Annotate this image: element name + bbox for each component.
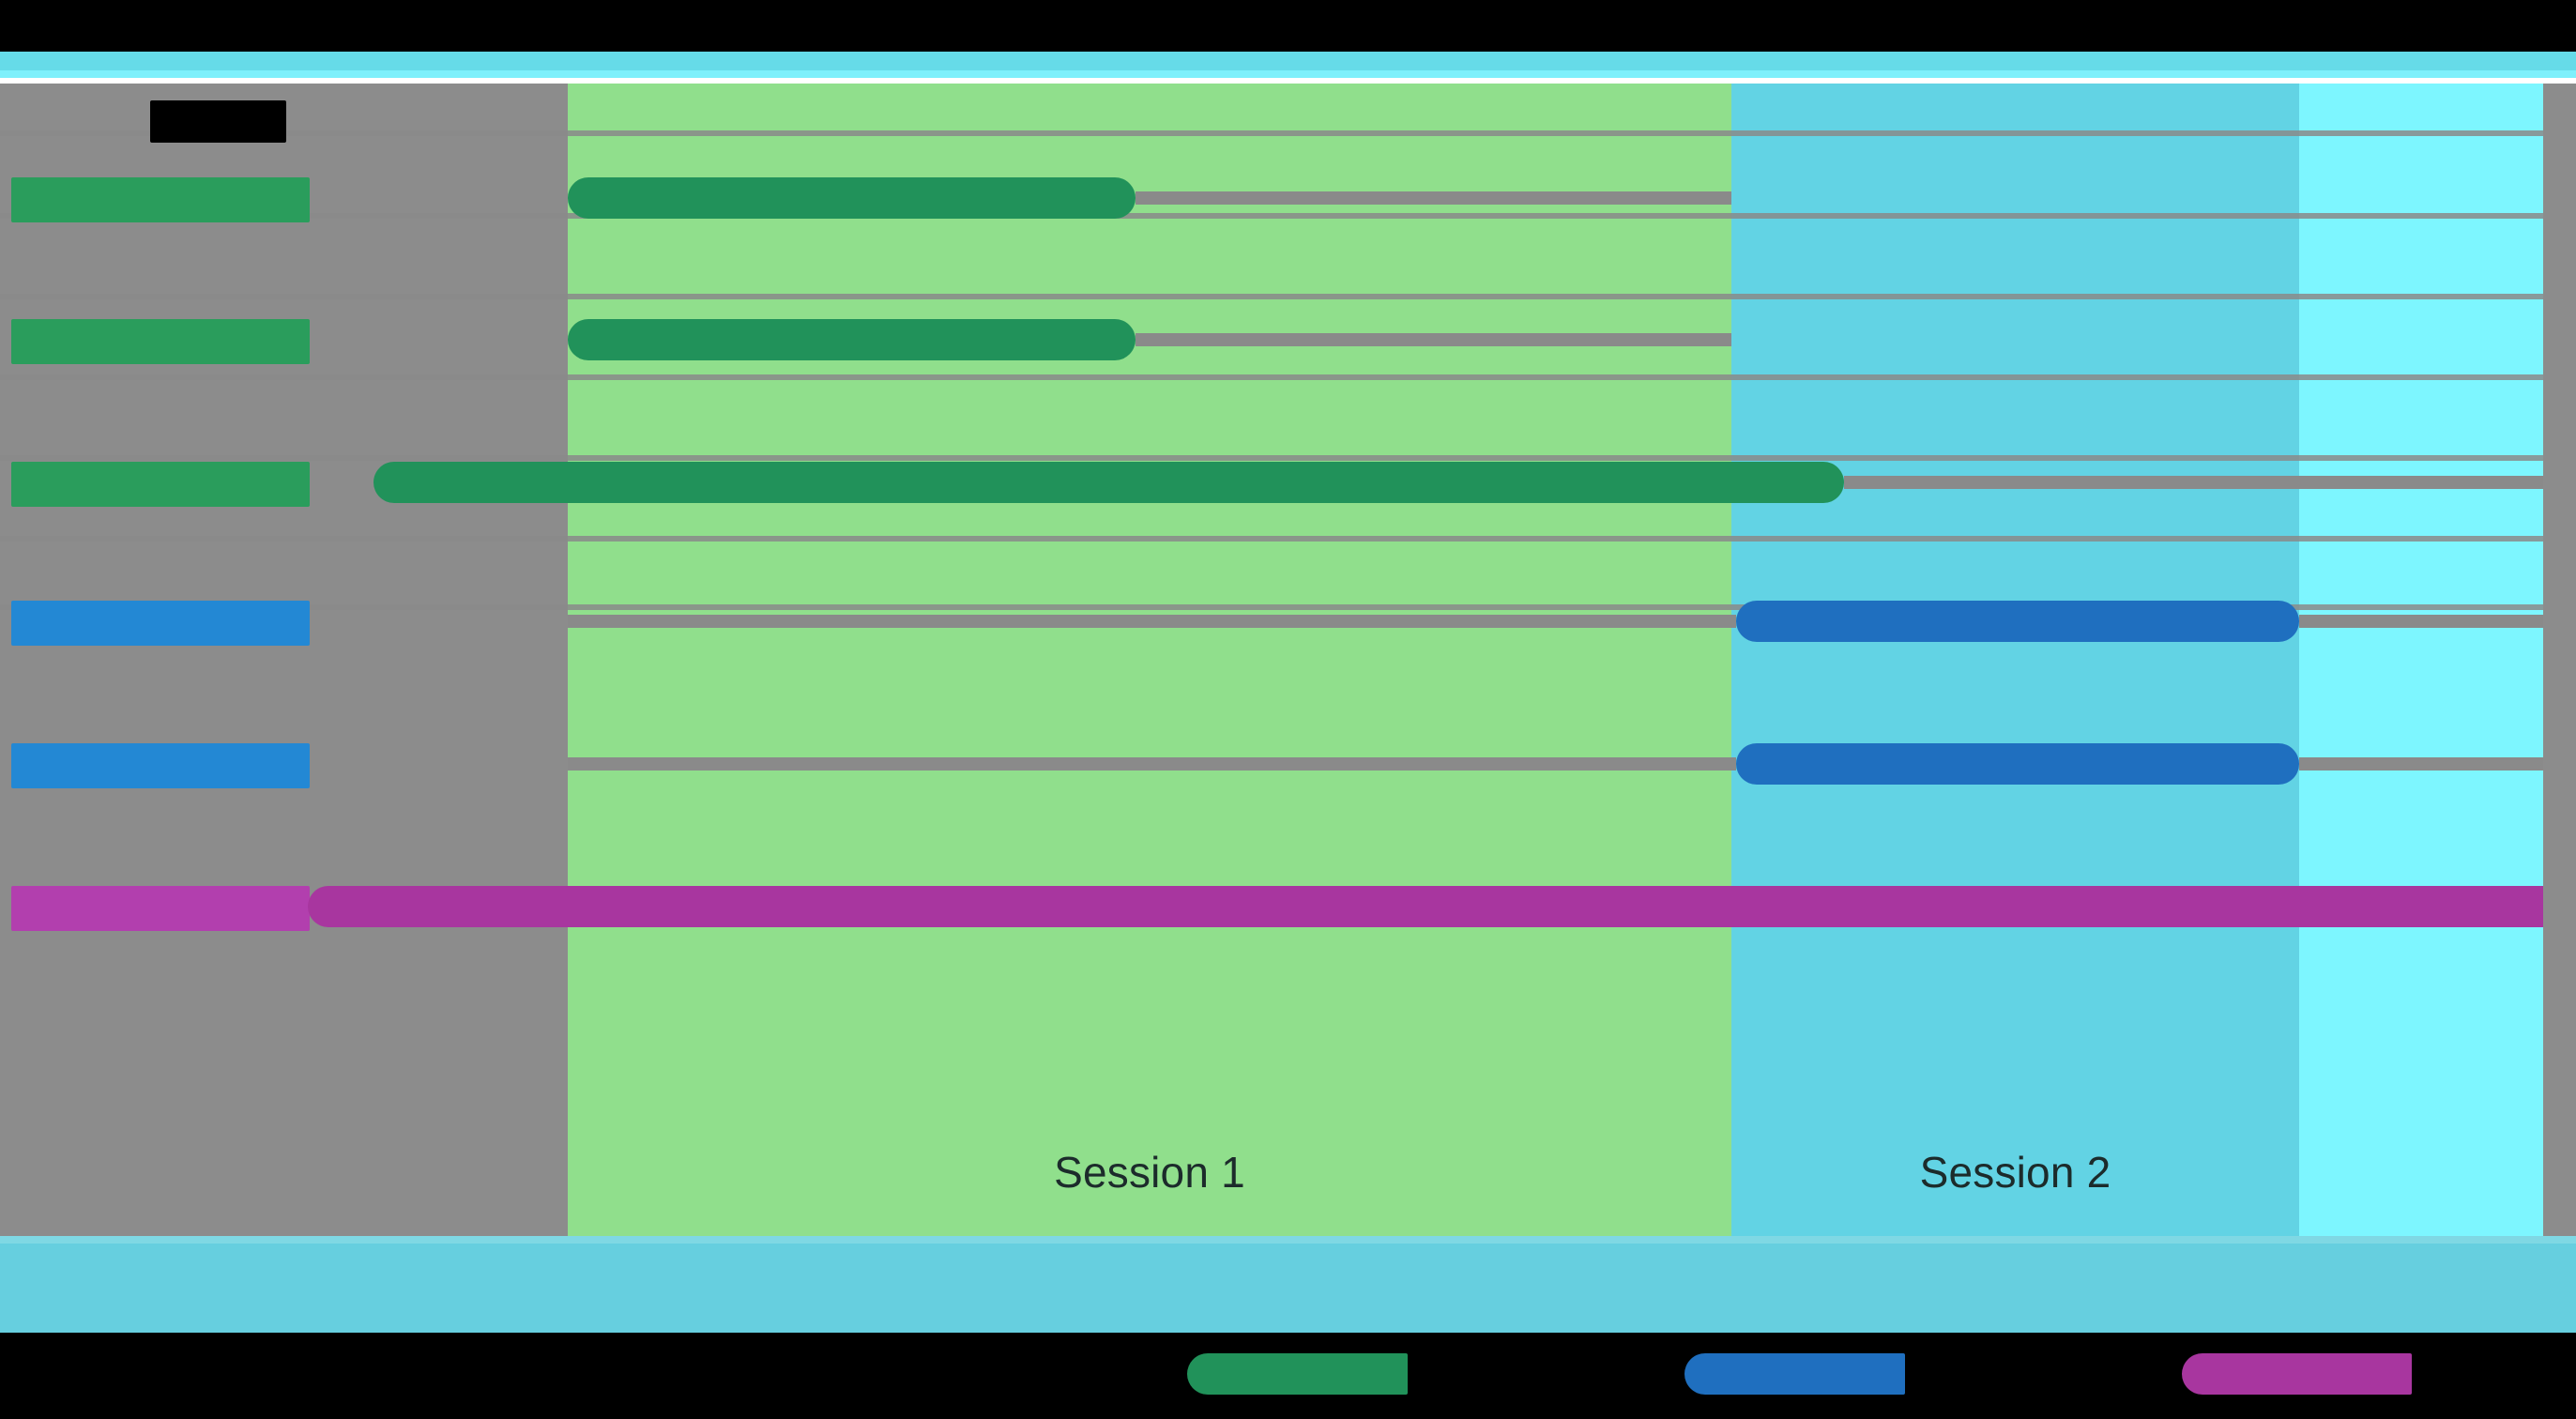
gridline bbox=[0, 130, 2543, 136]
task-bar-4[interactable] bbox=[1736, 743, 2299, 785]
row-remaining-4 bbox=[568, 757, 1736, 771]
session-band-2-label: Session 2 bbox=[1919, 1148, 2111, 1197]
row-label-gutter bbox=[0, 84, 568, 1102]
gridline bbox=[0, 455, 2543, 461]
task-bar-5[interactable] bbox=[308, 886, 2576, 927]
legend-label-0 bbox=[1323, 1353, 1408, 1395]
legend-label-1 bbox=[1821, 1353, 1905, 1395]
chart-title-shadow bbox=[160, 132, 253, 142]
gridline bbox=[0, 294, 2543, 299]
gridline bbox=[0, 213, 2543, 219]
row-label-4 bbox=[11, 743, 310, 788]
row-remaining-2 bbox=[1844, 476, 2543, 489]
row-remaining-3 bbox=[568, 615, 1736, 628]
session-band-2: Session 2 bbox=[1731, 84, 2299, 1243]
session-band-3 bbox=[2299, 84, 2543, 1243]
task-bar-1[interactable] bbox=[568, 319, 1136, 360]
session-band-3-label bbox=[2299, 1102, 2543, 1243]
task-bar-0[interactable] bbox=[568, 177, 1136, 219]
gridline bbox=[0, 604, 2543, 610]
chart-legend bbox=[0, 1333, 2576, 1419]
row-label-1 bbox=[11, 319, 310, 364]
row-label-2 bbox=[11, 462, 310, 507]
row-label-0 bbox=[11, 177, 310, 222]
task-bar-3[interactable] bbox=[1736, 601, 2299, 642]
row-label-3 bbox=[11, 601, 310, 646]
plot-right-margin bbox=[2543, 84, 2576, 1243]
row-remaining-3b bbox=[2299, 615, 2543, 628]
row-remaining-1 bbox=[1136, 333, 1731, 346]
session-band-1-label: Session 1 bbox=[1054, 1148, 1245, 1197]
row-label-5 bbox=[11, 886, 310, 931]
footer-accent bbox=[0, 1236, 2576, 1245]
row-remaining-0 bbox=[1136, 191, 1731, 205]
top-accent-strip bbox=[0, 52, 2576, 70]
legend-label-2 bbox=[2318, 1353, 2412, 1395]
session-band-1: Session 1 bbox=[568, 84, 1731, 1243]
task-bar-2[interactable] bbox=[373, 462, 1844, 503]
figure-canvas: Session 1 Session 2 bbox=[0, 52, 2576, 1384]
row-remaining-4b bbox=[2299, 757, 2543, 771]
top-accent-strip-3 bbox=[0, 78, 2576, 84]
top-accent-strip-2 bbox=[0, 70, 2576, 78]
gridline bbox=[0, 536, 2543, 542]
plot-area: Session 1 Session 2 bbox=[0, 84, 2576, 1244]
gridline bbox=[0, 374, 2543, 380]
